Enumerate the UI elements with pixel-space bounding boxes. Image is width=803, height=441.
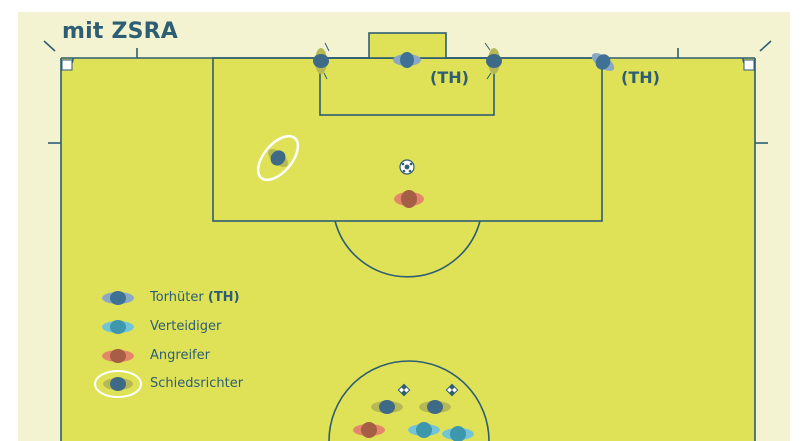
ball-icon: [400, 160, 414, 174]
legend-goalkeeper-label: Torhüter: [150, 290, 204, 305]
goalkeeper-tag-right: (TH): [621, 68, 660, 87]
legend-goalkeeper: Torhüter (TH): [150, 290, 240, 305]
legend-goalkeeper-abbr: (TH): [208, 290, 240, 305]
legend-attacker-label: Angreifer: [150, 348, 210, 363]
legend-defender-label: Verteidiger: [150, 319, 221, 334]
goalkeeper-tag-center: (TH): [430, 68, 469, 87]
legend-referee-label: Schiedsrichter: [150, 376, 243, 391]
corner-tick: [44, 41, 55, 51]
corner-tick: [760, 41, 771, 51]
diagram-title: mit ZSRA: [62, 19, 178, 44]
